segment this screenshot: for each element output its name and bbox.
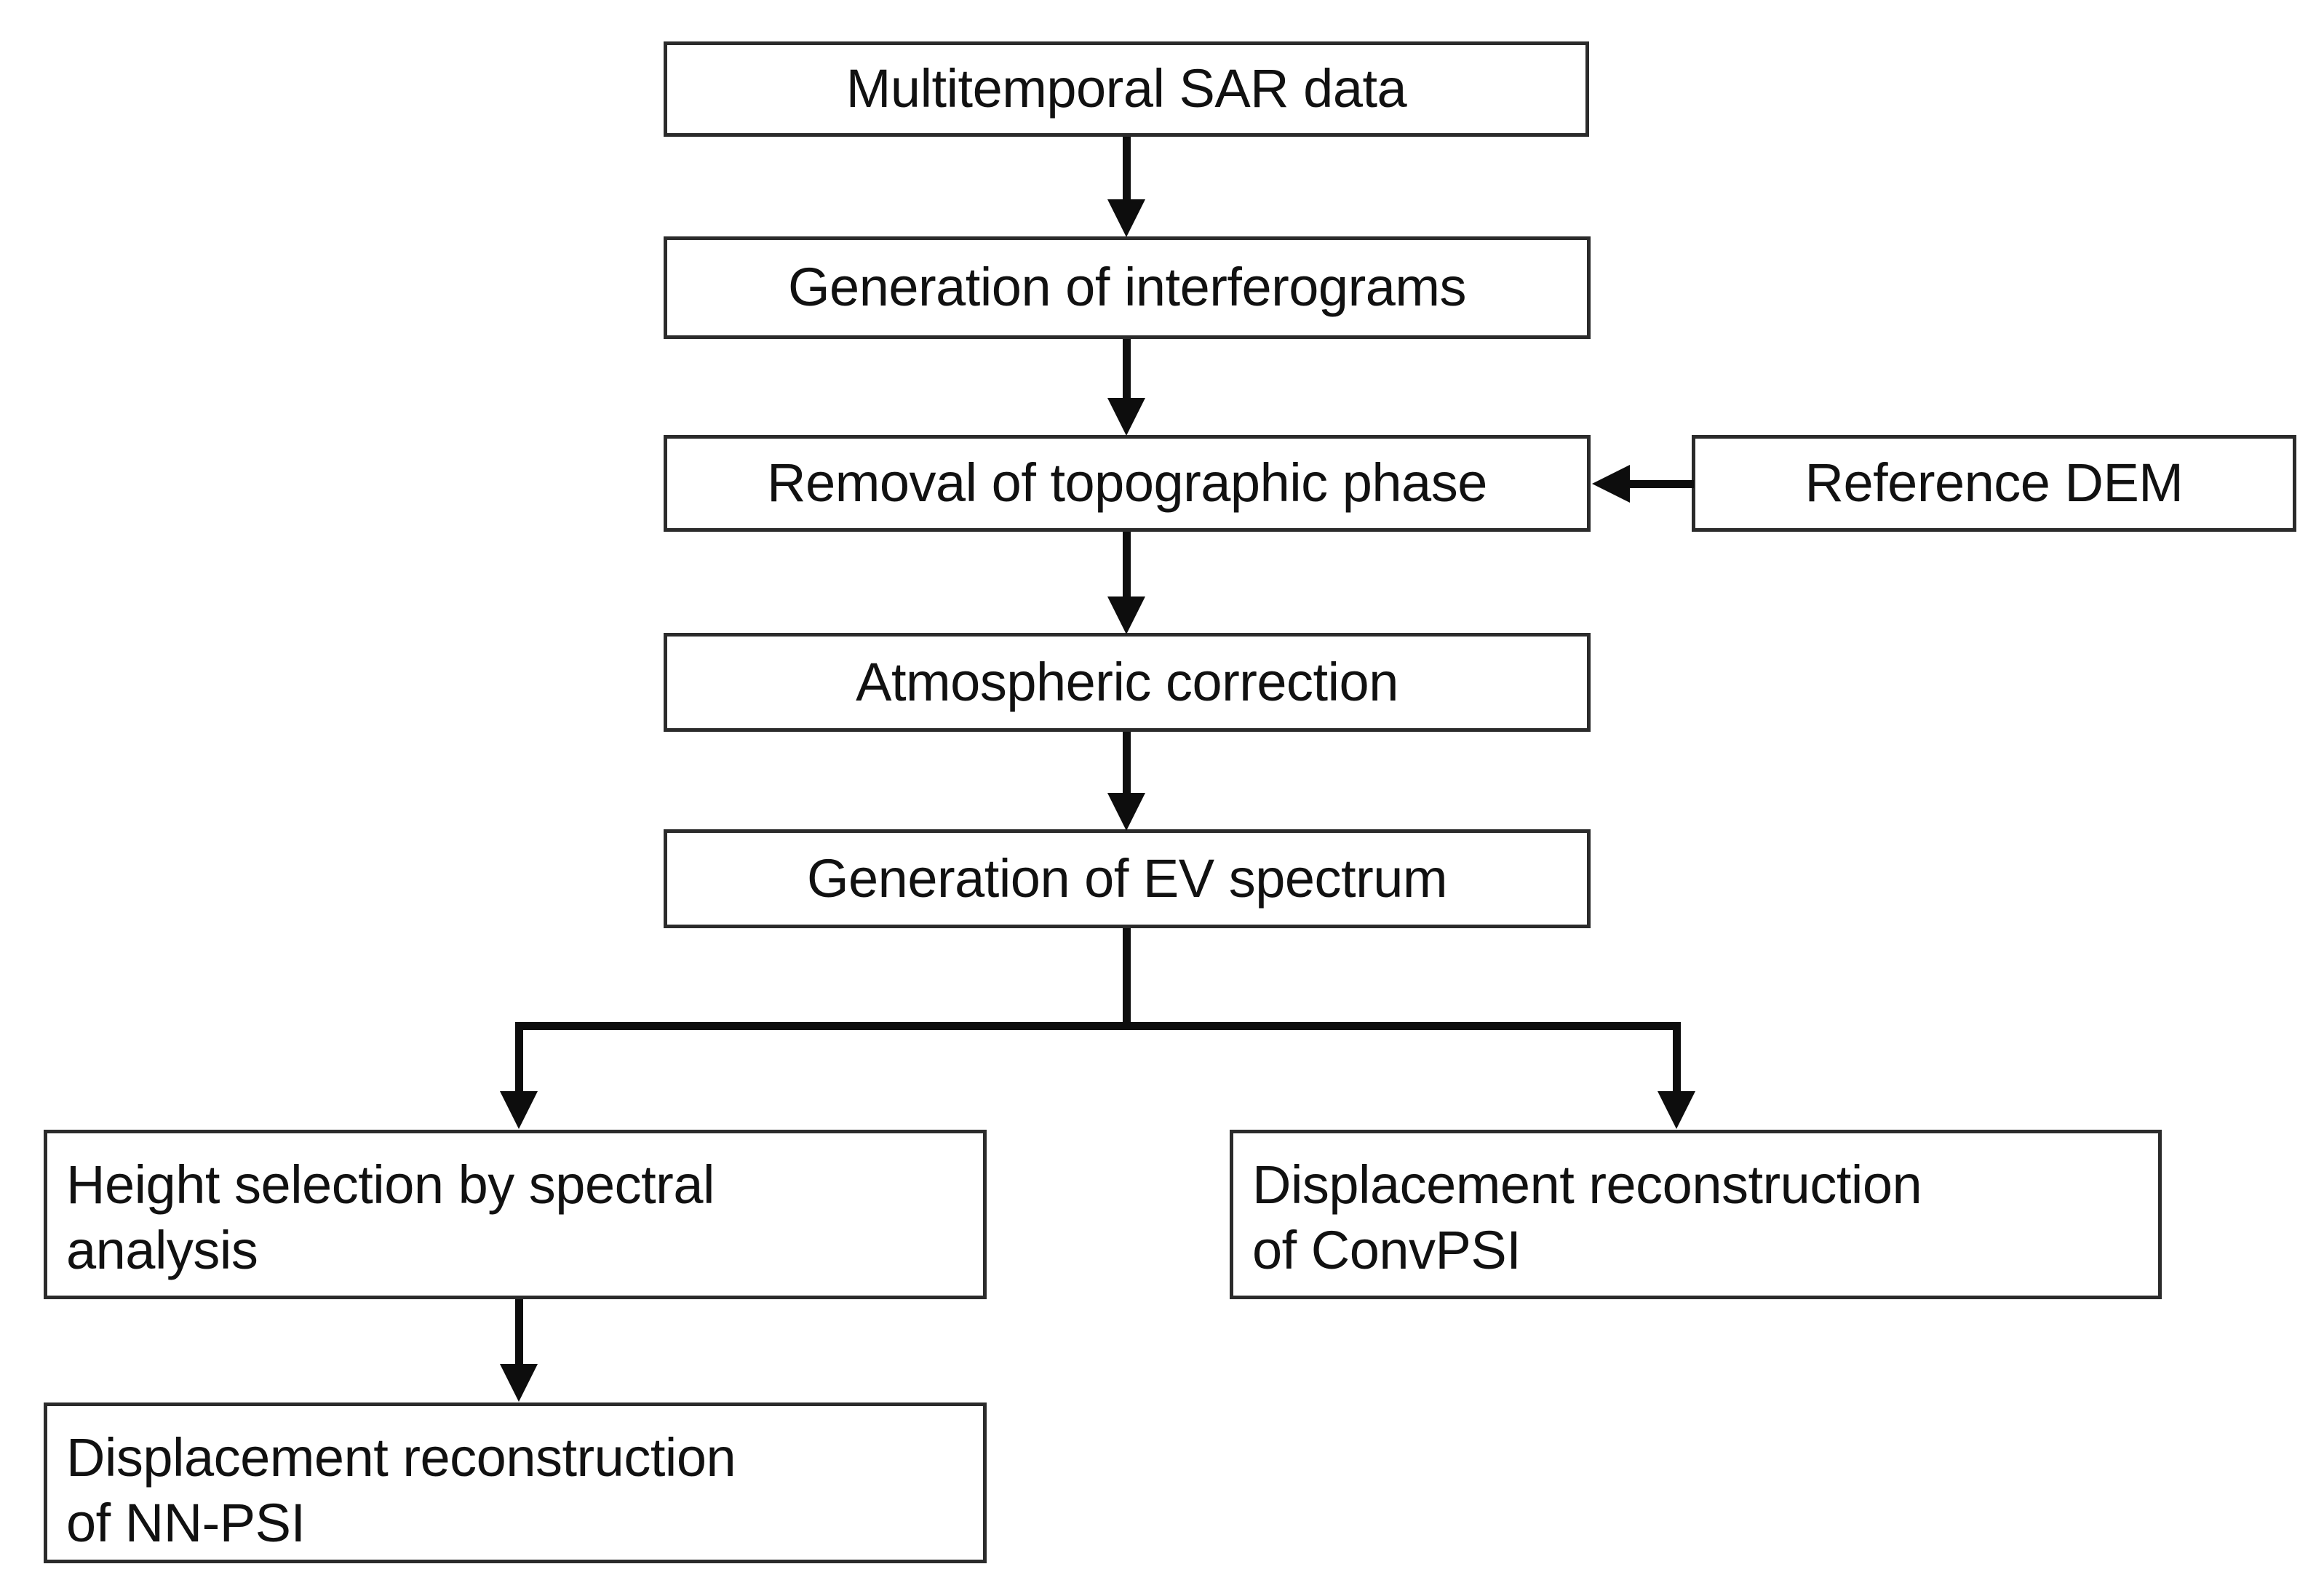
connector-height-selection-to-nn-psi-line xyxy=(515,1299,523,1368)
node-label: Generation of EV spectrum xyxy=(806,847,1448,909)
connector-atmospheric-to-ev-spectrum-arrowhead xyxy=(1107,793,1145,831)
connector-branch-bar xyxy=(515,1022,1681,1030)
connector-branch-right-arrowhead xyxy=(1658,1091,1695,1129)
connector-branch-left-arrowhead xyxy=(500,1091,538,1129)
node-label: Multitemporal SAR data xyxy=(845,58,1407,119)
node-label: Displacement reconstruction of NN-PSI xyxy=(66,1427,736,1554)
connector-sar-to-interferograms-arrowhead xyxy=(1107,199,1145,237)
node-removal-of-topographic-phase[interactable]: Removal of topographic phase xyxy=(664,435,1591,532)
connector-branch-left-line xyxy=(515,1022,523,1095)
connector-interferograms-to-topographic-arrowhead xyxy=(1107,398,1145,436)
node-label: Displacement reconstruction of ConvPSI xyxy=(1252,1154,1922,1281)
connector-branch-right-line xyxy=(1673,1022,1681,1095)
connector-topographic-to-atmospheric-line xyxy=(1123,532,1131,599)
node-label: Removal of topographic phase xyxy=(767,452,1487,514)
connector-interferograms-to-topographic-line xyxy=(1123,339,1131,406)
node-generation-of-ev-spectrum[interactable]: Generation of EV spectrum xyxy=(664,829,1591,928)
connector-sar-to-interferograms-line xyxy=(1123,137,1131,202)
node-atmospheric-correction[interactable]: Atmospheric correction xyxy=(664,633,1591,732)
node-multitemporal-sar-data[interactable]: Multitemporal SAR data xyxy=(664,41,1589,137)
connector-topographic-to-atmospheric-arrowhead xyxy=(1107,596,1145,634)
node-height-selection-by-spectral-analysis[interactable]: Height selection by spectral analysis xyxy=(44,1130,987,1299)
node-generation-of-interferograms[interactable]: Generation of interferograms xyxy=(664,236,1591,339)
node-displacement-reconstruction-of-nn-psi[interactable]: Displacement reconstruction of NN-PSI xyxy=(44,1403,987,1563)
connector-height-selection-to-nn-psi-arrowhead xyxy=(500,1364,538,1402)
connector-dem-to-topographic-arrowhead xyxy=(1592,465,1630,503)
connector-dem-to-topographic-line xyxy=(1630,480,1694,488)
node-label: Generation of interferograms xyxy=(787,257,1467,318)
node-label: Height selection by spectral analysis xyxy=(66,1154,715,1281)
connector-atmospheric-to-ev-spectrum-line xyxy=(1123,732,1131,797)
connector-ev-spectrum-branch-trunk xyxy=(1123,928,1131,1029)
node-label: Reference DEM xyxy=(1804,452,2184,514)
node-displacement-reconstruction-of-convpsi[interactable]: Displacement reconstruction of ConvPSI xyxy=(1230,1130,2162,1299)
node-reference-dem[interactable]: Reference DEM xyxy=(1692,435,2296,532)
node-label: Atmospheric correction xyxy=(856,651,1398,712)
